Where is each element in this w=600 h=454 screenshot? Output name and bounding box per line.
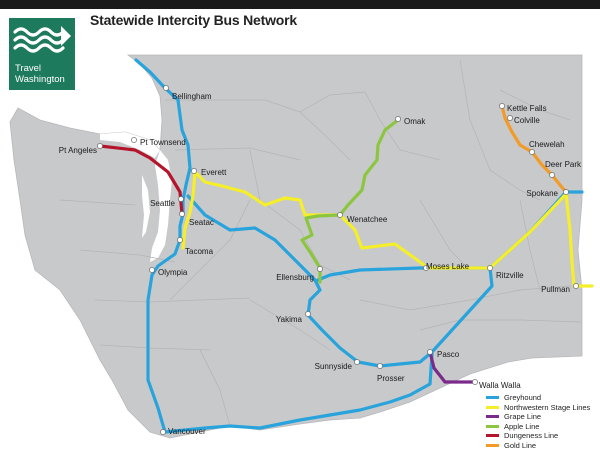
route-grape	[428, 350, 477, 384]
logo-line-2: Washington	[15, 74, 65, 85]
city-marker-pt-angeles	[97, 143, 103, 149]
legend-item: Dungeness Line	[486, 431, 590, 441]
legend-label: Greyhound	[504, 393, 542, 403]
city-label-kettle-falls: Kettle Falls	[507, 104, 547, 113]
city-marker-ritzville	[487, 265, 493, 271]
city-label-sunnyside: Sunnyside	[315, 362, 353, 371]
city-label-walla-walla: Walla Walla	[479, 381, 521, 390]
route-greyhound-i90	[316, 266, 494, 354]
legend-swatch-gold	[486, 443, 499, 447]
city-marker-chewelah	[529, 149, 535, 155]
city-marker-wenatchee	[337, 212, 343, 218]
city-label-tacoma: Tacoma	[185, 247, 214, 256]
city-label-yakima: Yakima	[276, 315, 303, 324]
city-label-everett: Everett	[201, 168, 227, 177]
city-marker-olympia	[149, 267, 155, 273]
legend-item: Gold Line	[486, 441, 590, 451]
city-label-ritzville: Ritzville	[496, 271, 524, 280]
legend-swatch-apple	[486, 424, 499, 428]
city-label-colville: Colville	[514, 116, 540, 125]
city-marker-colville	[507, 115, 513, 121]
legend-swatch-grape	[486, 415, 499, 419]
legend-label: Dungeness Line	[504, 431, 559, 441]
city-marker-tacoma	[177, 237, 183, 243]
strait-inlet	[100, 132, 160, 158]
logo-text: Travel Washington	[15, 63, 65, 85]
city-marker-prosser	[377, 363, 383, 369]
city-marker-yakima	[305, 311, 311, 317]
city-label-seatac: Seatac	[189, 218, 214, 227]
city-label-prosser: Prosser	[377, 374, 405, 383]
routes	[98, 58, 594, 434]
city-marker-moses-lake	[423, 265, 429, 271]
travel-washington-logo: Travel Washington	[9, 18, 75, 90]
city-label-olympia: Olympia	[158, 268, 188, 277]
legend-item: Northwestern Stage Lines	[486, 403, 590, 413]
city-label-pullman: Pullman	[541, 285, 570, 294]
legend-label: Grape Line	[504, 412, 542, 422]
city-marker-everett	[191, 168, 197, 174]
city-marker-omak	[395, 116, 401, 122]
city-marker-kettle-falls	[499, 103, 505, 109]
route-greyhound-central	[186, 194, 434, 368]
city-label-pt-townsend: Pt Townsend	[140, 138, 186, 147]
city-label-chewelah: Chewelah	[529, 140, 565, 149]
page-title: Statewide Intercity Bus Network	[90, 12, 297, 28]
city-label-seattle: Seattle	[150, 199, 175, 208]
city-marker-seattle	[178, 196, 184, 202]
city-marker-walla-walla	[472, 379, 478, 385]
city-marker-bellingham	[163, 85, 169, 91]
city-label-deer-park: Deer Park	[545, 160, 582, 169]
city-marker-ellensburg	[317, 266, 323, 272]
city-label-omak: Omak	[404, 117, 426, 126]
city-label-pasco: Pasco	[437, 350, 460, 359]
logo-line-1: Travel	[15, 63, 42, 74]
route-dungeness	[98, 144, 184, 216]
legend-item: Grape Line	[486, 412, 590, 422]
city-markers: Bellingham Pt Townsend Pt AngelesEverettSe…	[59, 85, 582, 436]
puget-sound	[150, 150, 172, 262]
legend-swatch-dungeness	[486, 434, 499, 438]
city-marker-deer-park	[549, 172, 555, 178]
city-label-ellensburg: Ellensburg	[276, 273, 314, 282]
legend-swatch-greyhound	[486, 396, 499, 400]
city-label-wenatchee: Wenatchee	[347, 215, 388, 224]
city-label-moses-lake: Moses Lake	[426, 262, 470, 271]
route-northwestern-wenatchee	[181, 170, 492, 270]
city-marker-seatac	[179, 211, 185, 217]
city-marker-pt-townsend	[131, 137, 137, 143]
city-label-spokane: Spokane	[526, 189, 558, 198]
route-greyhound-i5	[134, 58, 434, 434]
hood-canal	[142, 175, 150, 238]
legend-label: Gold Line	[504, 440, 537, 450]
county-lines	[59, 59, 583, 427]
legend-swatch-northwestern	[486, 405, 499, 409]
city-marker-spokane	[563, 189, 569, 195]
city-label-bellingham: Bellingham	[172, 92, 212, 101]
legend-item: Greyhound	[486, 393, 590, 403]
city-marker-sunnyside	[354, 359, 360, 365]
legend-label: Northwestern Stage Lines	[504, 402, 591, 412]
city-label-pt-angeles: Pt Angeles	[59, 146, 97, 155]
legend-item: Apple Line	[486, 422, 590, 432]
legend: Greyhound Northwestern Stage Lines Grape…	[486, 393, 590, 450]
city-label-vancouver: Vancouver	[168, 427, 206, 436]
city-marker-pasco	[427, 349, 433, 355]
top-bar	[0, 0, 600, 9]
legend-label: Apple Line	[504, 421, 540, 431]
waves-icon	[13, 26, 71, 53]
city-marker-vancouver	[160, 429, 166, 435]
city-marker-pullman	[573, 283, 579, 289]
